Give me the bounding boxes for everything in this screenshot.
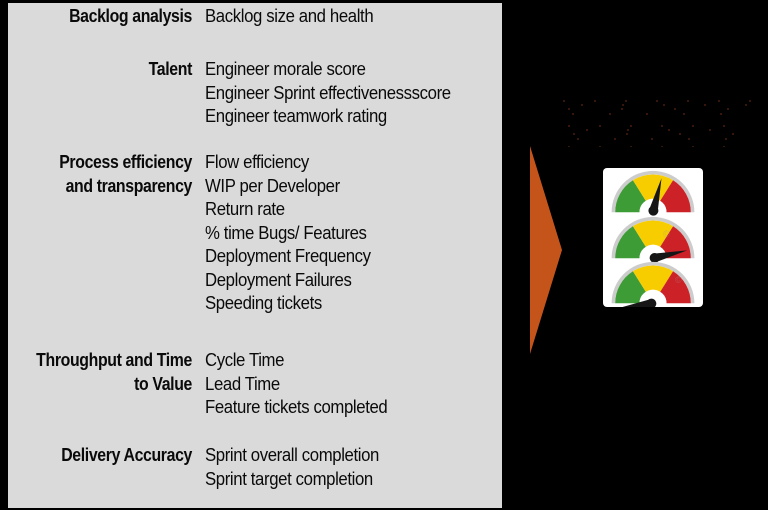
metric-item: Speeding tickets [205,293,322,313]
gauge-green-segment [615,271,646,304]
gauge-yellow-segment [632,265,674,292]
gauge-green-segment [615,180,646,213]
watermark: © [675,275,682,285]
category-line: Delivery Accuracy [61,445,192,465]
metric-item: Engineer morale score [205,59,366,79]
metric-item: Flow efficiency [205,152,309,172]
metric-item: Return rate [205,199,285,219]
metric-item: Sprint target completion [205,468,373,489]
metric-item: Deployment Failures [205,269,352,290]
category-line: Throughput and Time [36,350,193,370]
metric-list: Backlog size and health [205,5,374,29]
obscured-caption-line-2 [565,123,744,147]
metric-item: Lead Time [205,373,280,394]
category-line: Process efficiency [59,152,193,172]
metric-item: Feature tickets completed [205,397,388,417]
category-label: Delivery Accuracy [30,444,192,468]
obscured-caption-line-1 [560,98,754,121]
right-arrow-shape [530,146,562,354]
metric-item: Cycle Time [205,350,285,370]
gauge-needle [649,250,688,262]
category-line: and transparency [65,175,193,196]
metric-item: Engineer Sprint effectivenessscore [205,82,451,103]
category-line: Backlog analysis [69,6,192,26]
metric-item: Engineer teamwork rating [205,106,387,126]
category-label: Backlog analysis [30,5,192,29]
gauge-speedometer-icon [608,169,698,216]
dashboard-gauges-card: © © [603,168,703,307]
metric-item: Deployment Frequency [205,246,371,266]
gauge-red-segment [660,226,691,259]
category-label: Talent [30,58,193,82]
gauge-green-segment [615,226,646,259]
metric-item: Sprint overall completion [205,445,380,465]
metric-item: WIP per Developer [205,175,340,196]
gauge-yellow-segment [632,220,674,247]
category-label: Process efficiency and transparency [30,151,192,198]
category-line: to Value [134,373,192,394]
category-line: Talent [148,59,193,79]
gauge-red-segment [660,180,691,213]
category-label: Throughput and Time to Value [30,349,192,396]
gauge-yellow-segment [632,174,674,201]
gauge-needle [648,178,662,216]
metric-item: Backlog size and health [205,6,374,26]
watermark: © [663,229,670,239]
gauge-needle [618,298,657,307]
gauge-speedometer-icon [608,215,698,262]
gauge-speedometer-icon [608,260,698,307]
gauge-red-segment [660,271,691,304]
metric-item: % time Bugs/ Features [205,222,367,243]
